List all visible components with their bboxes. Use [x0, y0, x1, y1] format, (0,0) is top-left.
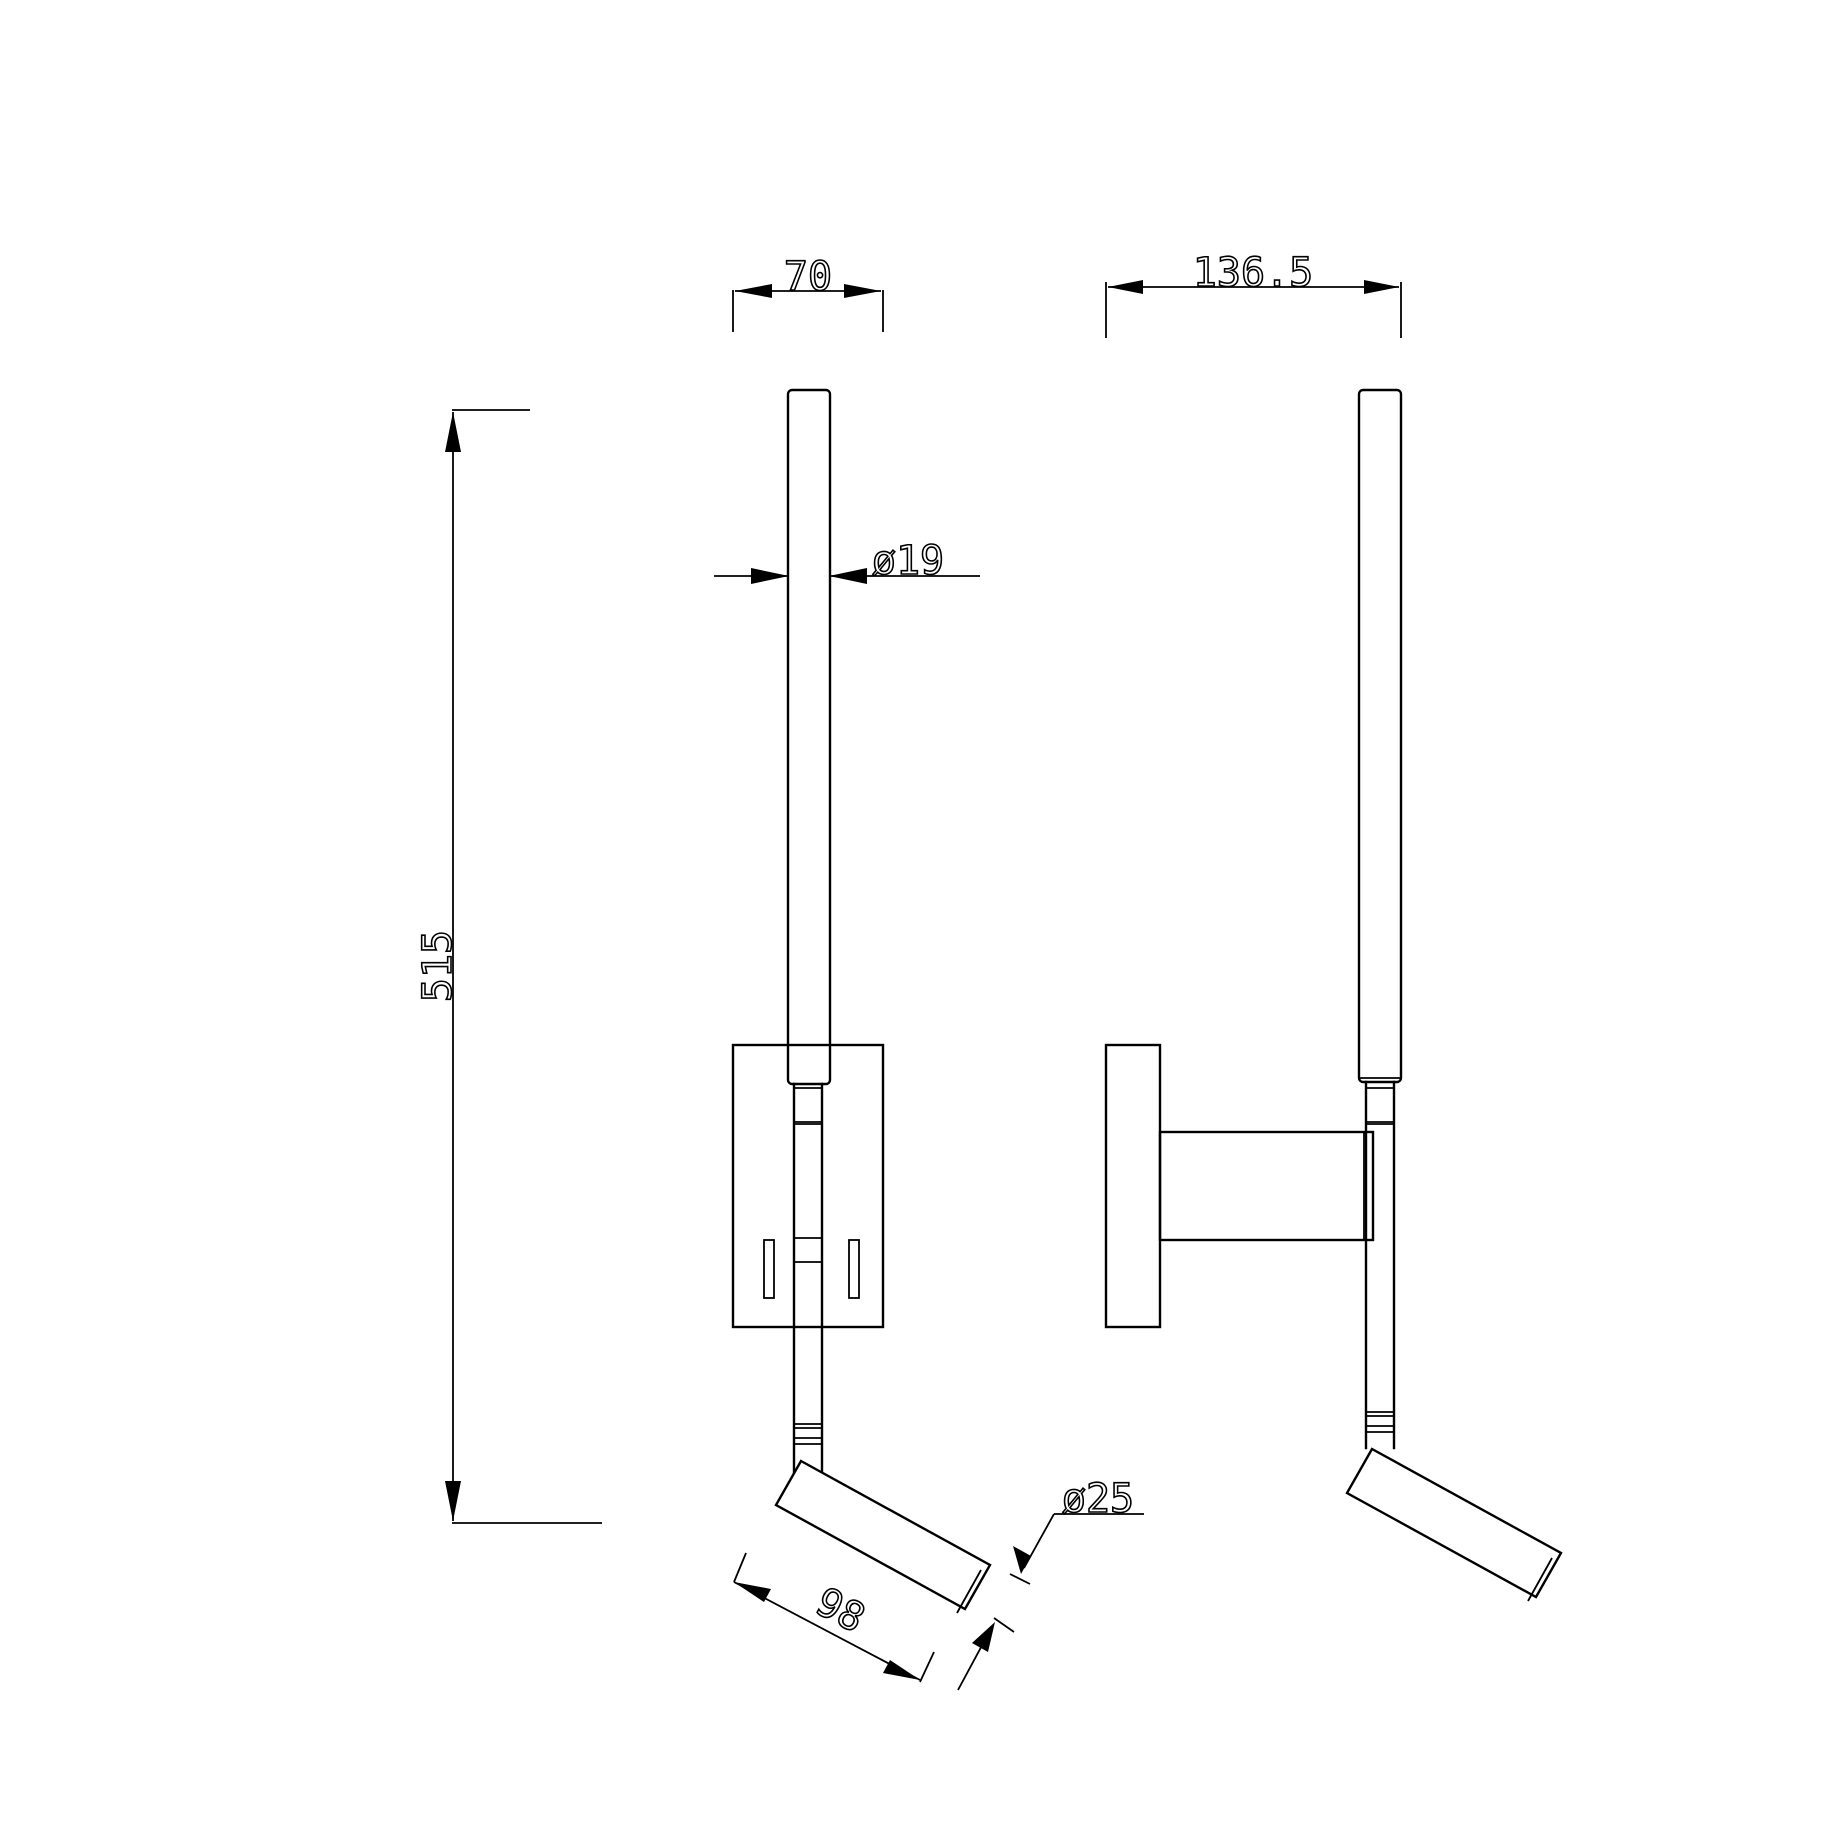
front-plate-slot-left — [763, 1239, 775, 1299]
side-wall-plate — [1104, 1043, 1162, 1329]
dimension-head-diameter: ø25 — [957, 1475, 1144, 1691]
dimension-head-length: 98 — [733, 1552, 935, 1683]
side-arm — [1158, 1130, 1375, 1242]
dimension-label-98: 98 — [808, 1579, 872, 1642]
dimension-label-o25: ø25 — [1062, 1476, 1134, 1522]
front-plate-slot-right — [848, 1239, 860, 1299]
front-rod — [786, 388, 832, 1086]
dimension-label-515: 515 — [415, 930, 461, 1002]
dimension-total-height: 515 — [414, 409, 602, 1524]
front-view — [731, 388, 992, 1614]
dimension-rod-diameter: ø19 — [714, 537, 980, 585]
front-wall-plate — [731, 1043, 885, 1329]
dimension-side-depth: 136.5 — [1105, 249, 1402, 338]
dimension-front-width: 70 — [732, 253, 884, 332]
side-view — [1104, 388, 1563, 1602]
dimension-label-70: 70 — [784, 254, 832, 300]
front-lamp-head — [774, 1459, 992, 1611]
side-rod — [1357, 388, 1403, 1084]
side-lamp-head — [1345, 1447, 1563, 1599]
dimension-label-136-5: 136.5 — [1193, 250, 1313, 296]
dimension-label-o19: ø19 — [872, 538, 944, 584]
